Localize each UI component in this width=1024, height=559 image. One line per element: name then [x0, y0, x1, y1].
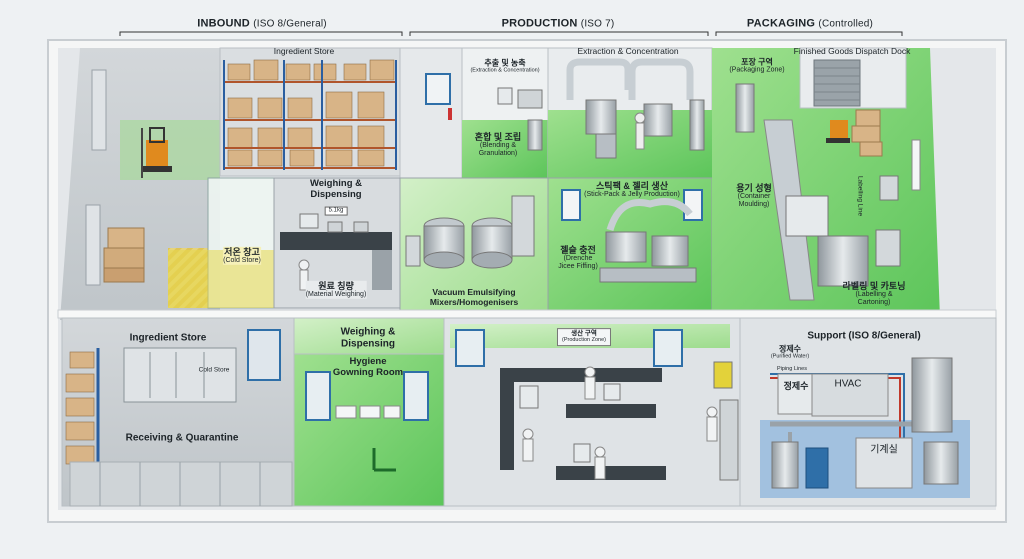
cold-store-unit-doors	[149, 352, 205, 398]
label-cold-store-unit: Cold Store	[198, 366, 230, 374]
label-stickpack: 스틱팩 & 젤리 생산(Stick-Pack & Jelly Productio…	[584, 180, 680, 199]
packaging-bracket	[715, 31, 903, 36]
extraction-floor	[548, 110, 712, 178]
label-weighing-tag: 5.1kg	[324, 206, 348, 216]
vacuum-mixers	[405, 195, 535, 269]
zone-header-packaging: PACKAGING (Controlled)	[746, 17, 874, 30]
label-purified-water: 정제수(Purified Water)	[770, 344, 810, 360]
prod-side-equipment	[713, 361, 739, 481]
loading-dock-door-1	[91, 69, 107, 151]
label-labelling: 라벨링 및 카토닝(Labelling & Cartoning)	[842, 280, 906, 307]
fire-extinguisher-1	[448, 108, 452, 120]
forklift-left	[141, 127, 172, 178]
label-cold-store: 저온 창고(Cold Store)	[223, 246, 261, 266]
stickpack-door	[561, 189, 581, 221]
label-pipes: Piping Lines	[777, 365, 807, 372]
handwash-sinks	[335, 405, 401, 419]
gowning-door-right	[403, 371, 429, 421]
bottom-store-door	[247, 329, 281, 381]
pallet-stack-left	[103, 227, 145, 283]
airlock-door	[425, 73, 451, 105]
weighing-booth	[280, 213, 392, 291]
stickpack-machines	[599, 198, 697, 283]
extraction-small-equip	[497, 87, 543, 151]
dispatch-shutter-slats	[814, 67, 860, 101]
forklift-right	[826, 120, 850, 143]
inbound-bracket	[119, 31, 403, 36]
label-hvac: HVAC	[834, 378, 862, 390]
loading-dock-door-2	[85, 204, 101, 286]
label-dispatch: Finished Goods Dispatch Dock	[793, 46, 911, 57]
dispatch-shutter	[813, 59, 861, 107]
label-blending: 혼합 및 조립(Blending & Granulation)	[474, 131, 522, 158]
label-weighing-bottom: Weighing & Dispensing	[340, 326, 396, 350]
dispatch-boxes	[851, 109, 883, 157]
middle-wall	[57, 309, 997, 319]
label-container: 용기 성형(Container Moulding)	[736, 182, 772, 209]
label-ingredient-store-bottom: Ingredient Store	[129, 332, 207, 344]
stickpack-door-2	[683, 189, 703, 221]
gowning-door-left	[305, 371, 331, 421]
zone-header-inbound: INBOUND (ISO 8/General)	[197, 17, 327, 30]
packaging-line	[735, 83, 901, 301]
label-extraction-small: 추출 및 농축(Extraction & Concentration)	[470, 58, 540, 74]
weighing-bottom-room	[293, 317, 445, 355]
flow-arrow	[372, 448, 396, 472]
receiving-fence	[99, 462, 261, 506]
prod-door-right	[653, 329, 683, 367]
label-ingredient-store-top: Ingredient Store	[273, 46, 335, 57]
extraction-tanks	[585, 99, 705, 159]
label-support: Support (ISO 8/General)	[807, 330, 921, 342]
receiving-bay	[69, 461, 293, 507]
extraction-ducts	[566, 58, 694, 100]
production-bracket	[409, 31, 709, 36]
lab-staff	[522, 366, 718, 480]
packaging-wall-sign	[911, 139, 921, 191]
bottom-rack	[65, 351, 95, 465]
label-mechanical: 기계실	[870, 444, 898, 456]
label-extraction-main: Extraction & Concentration	[577, 46, 679, 57]
label-material-weighing: 원료 칭량(Material Weighing)	[305, 280, 367, 300]
zone-header-production: PRODUCTION (ISO 7)	[501, 17, 615, 30]
label-gowning: Hygiene Gowning Room	[332, 356, 404, 378]
cold-store-unit	[123, 347, 237, 403]
label-vacuum: Vacuum Emulsifying Mixers/Homogenisers	[429, 287, 519, 307]
prod-door-left	[455, 329, 485, 367]
lab-benches	[500, 368, 666, 480]
label-production-zone: 생산 구역(Production Zone)	[556, 328, 612, 346]
label-conveyor-sign: Labelling Line	[856, 175, 864, 217]
label-weighing-top: Weighing & Dispensing	[309, 178, 363, 200]
label-packaging-zone: 포장 구역(Packaging Zone)	[729, 57, 785, 74]
support-units	[771, 357, 959, 489]
label-juice: 젤슬 충전(Drenche Jicee Fiffing)	[558, 244, 598, 271]
airlock-room	[399, 47, 463, 179]
label-purified-water-unit: 정제수	[783, 380, 809, 391]
storage-racks	[223, 59, 397, 170]
label-receiving: Receiving & Quarantine	[125, 432, 239, 444]
